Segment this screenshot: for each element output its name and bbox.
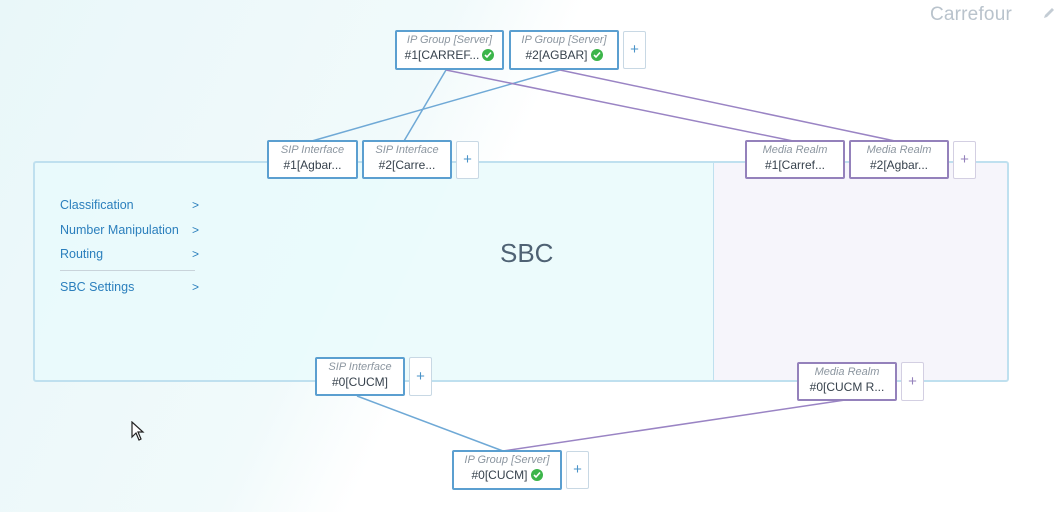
node-type: IP Group [Server] <box>464 454 550 466</box>
site-name: Carrefour <box>929 4 1012 25</box>
node-type: Media Realm <box>866 144 932 156</box>
ip-group-2-node[interactable]: IP Group [Server] #2[AGBAR] <box>509 30 619 70</box>
node-name: #0[CUCM R... <box>809 380 885 394</box>
node-type: Media Realm <box>814 366 880 378</box>
mouse-pointer-icon <box>131 421 145 441</box>
media-realm-panel <box>713 161 1009 382</box>
sip-interface-1-node[interactable]: SIP Interface #1[Agbar... <box>267 140 358 179</box>
sbc-title: SBC <box>500 238 554 268</box>
link-ipgroup0-realm0 <box>502 399 846 452</box>
node-value-row: #0[CUCM] <box>454 467 560 483</box>
chevron-right-icon: > <box>191 279 199 294</box>
node-type: Media Realm <box>762 144 828 156</box>
node-name: #0[CUCM] <box>331 375 388 389</box>
sbc-menu: Classification > Number Manipulation > R… <box>60 196 199 303</box>
checkmark-icon <box>482 49 495 61</box>
media-realm-1-node[interactable]: Media Realm #1[Carref... <box>745 140 845 179</box>
node-type: IP Group [Server] <box>406 34 493 46</box>
node-value-row: #1[CARREF... <box>397 47 502 63</box>
sip-interface-0-node[interactable]: SIP Interface #0[CUCM] <box>315 357 405 396</box>
node-name: #1[Agbar... <box>283 158 342 172</box>
checkmark-icon <box>530 469 543 481</box>
node-type: IP Group [Server] <box>521 34 607 46</box>
add-media-realm-button[interactable]: + <box>953 141 976 179</box>
node-name: #2[Carre... <box>378 158 436 172</box>
menu-label: Number Manipulation <box>60 222 179 237</box>
menu-number-manipulation[interactable]: Number Manipulation > <box>60 221 199 246</box>
add-sip-interface-button[interactable]: + <box>456 141 479 179</box>
node-name: #2[AGBAR] <box>525 48 588 62</box>
link-ipgroup1-realm1 <box>445 69 794 142</box>
media-realm-0-node[interactable]: Media Realm #0[CUCM R... <box>797 362 897 401</box>
menu-label: Classification <box>60 198 134 212</box>
link-ipgroup1-sipif2 <box>403 69 447 142</box>
menu-classification[interactable]: Classification > <box>60 196 199 221</box>
ip-group-0-node[interactable]: IP Group [Server] #0[CUCM] <box>452 450 562 490</box>
node-name: #2[Agbar... <box>869 158 929 172</box>
add-ip-group-button[interactable]: + <box>623 31 646 69</box>
checkmark-icon <box>590 49 603 61</box>
chevron-right-icon: > <box>191 222 199 237</box>
ip-group-1-node[interactable]: IP Group [Server] #1[CARREF... <box>395 30 504 70</box>
add-media-realm-bottom-button[interactable]: + <box>901 362 924 401</box>
menu-label: SBC Settings <box>60 279 135 294</box>
chevron-right-icon: > <box>191 247 199 261</box>
add-ip-group-bottom-button[interactable]: + <box>566 451 589 489</box>
menu-label: Routing <box>60 247 104 261</box>
node-name: #1[Carref... <box>764 158 826 172</box>
menu-divider <box>60 269 195 271</box>
link-ipgroup2-sipif1 <box>311 69 561 142</box>
node-name: #1[CARREF... <box>404 48 480 62</box>
edit-pencil-icon[interactable] <box>1042 6 1056 20</box>
media-realm-2-node[interactable]: Media Realm #2[Agbar... <box>849 140 949 179</box>
link-sipif0-ipgroup0 <box>356 395 504 452</box>
menu-routing[interactable]: Routing > <box>60 245 199 270</box>
node-value-row: #2[AGBAR] <box>511 47 617 63</box>
node-type: SIP Interface <box>280 144 345 156</box>
link-ipgroup2-realm2 <box>559 69 896 142</box>
node-type: SIP Interface <box>328 361 392 373</box>
node-type: SIP Interface <box>375 144 439 156</box>
menu-sbc-settings[interactable]: SBC Settings > <box>60 278 199 303</box>
chevron-right-icon: > <box>191 198 199 212</box>
add-sip-interface-bottom-button[interactable]: + <box>409 357 432 396</box>
sip-interface-2-node[interactable]: SIP Interface #2[Carre... <box>362 140 452 179</box>
node-name: #0[CUCM] <box>471 468 528 482</box>
